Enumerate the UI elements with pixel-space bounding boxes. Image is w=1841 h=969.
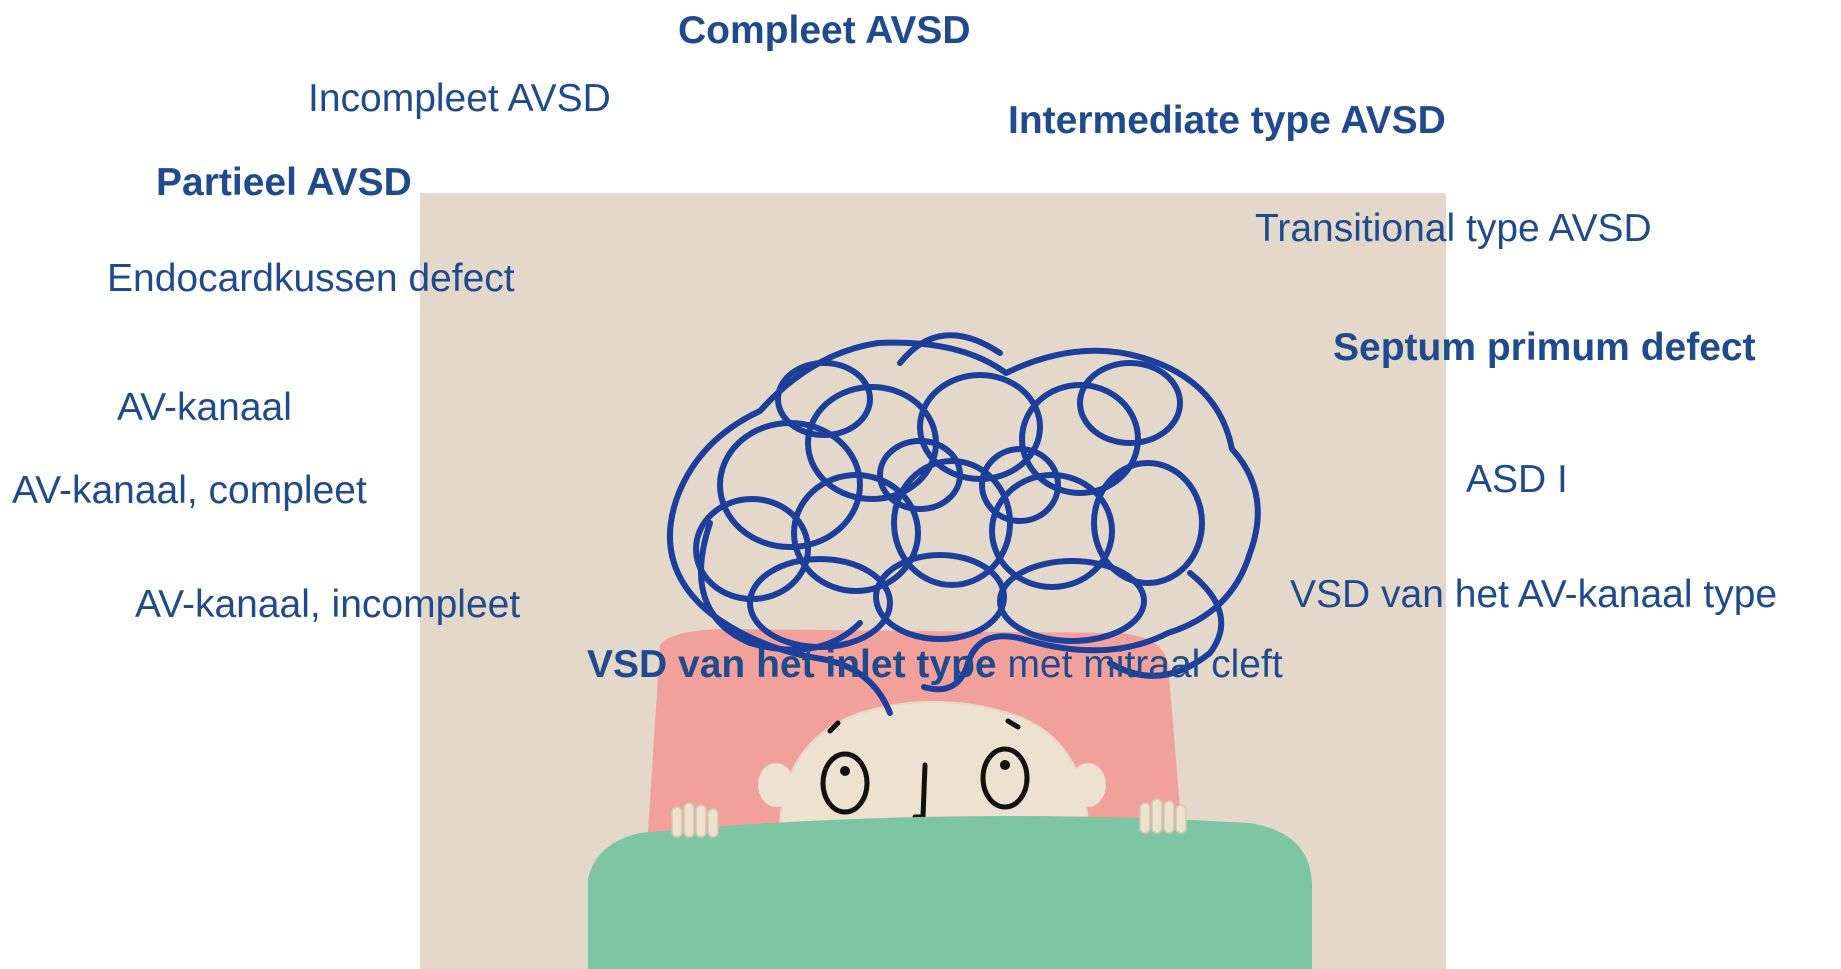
right-eye xyxy=(980,746,1030,810)
right-eyebrow xyxy=(1005,718,1021,730)
term-asd-i: ASD I xyxy=(1466,458,1568,501)
term-endocardkussen-defect: Endocardkussen defect xyxy=(107,257,515,300)
right-pupil xyxy=(1000,760,1010,770)
term-vsd-inlet-type-bold: VSD van het inlet type xyxy=(587,643,997,686)
left-hand xyxy=(671,802,719,838)
term-vsd-av-kanaal-type: VSD van het AV-kanaal type xyxy=(1290,573,1778,616)
right-ear xyxy=(1070,763,1106,807)
term-incompleet-avsd: Incompleet AVSD xyxy=(308,77,611,120)
term-partieel-avsd: Partieel AVSD xyxy=(156,161,412,204)
term-av-kanaal: AV-kanaal xyxy=(117,386,292,429)
term-vsd-inlet-type: VSD van het inlet type met mitraal cleft xyxy=(587,645,1283,684)
blanket-shape xyxy=(588,815,1312,969)
right-hand xyxy=(1139,798,1187,834)
head-shape xyxy=(778,700,1090,834)
left-eye xyxy=(820,751,870,815)
term-compleet-avsd: Compleet AVSD xyxy=(678,9,971,52)
left-pupil xyxy=(840,766,850,776)
term-septum-primum-defect: Septum primum defect xyxy=(1333,326,1756,369)
term-intermediate-type-avsd: Intermediate type AVSD xyxy=(1008,99,1446,142)
confused-person-illustration xyxy=(420,193,1446,969)
scribble-brain xyxy=(667,332,1261,716)
left-ear xyxy=(758,763,794,807)
left-eyebrow xyxy=(827,720,841,734)
term-av-kanaal-incompleet: AV-kanaal, incompleet xyxy=(135,583,521,626)
tangled-thoughts-icon xyxy=(588,332,1312,969)
term-av-kanaal-compleet: AV-kanaal, compleet xyxy=(12,469,367,512)
term-transitional-type-avsd: Transitional type AVSD xyxy=(1255,207,1652,250)
term-vsd-inlet-type-rest: met mitraal cleft xyxy=(996,643,1283,686)
